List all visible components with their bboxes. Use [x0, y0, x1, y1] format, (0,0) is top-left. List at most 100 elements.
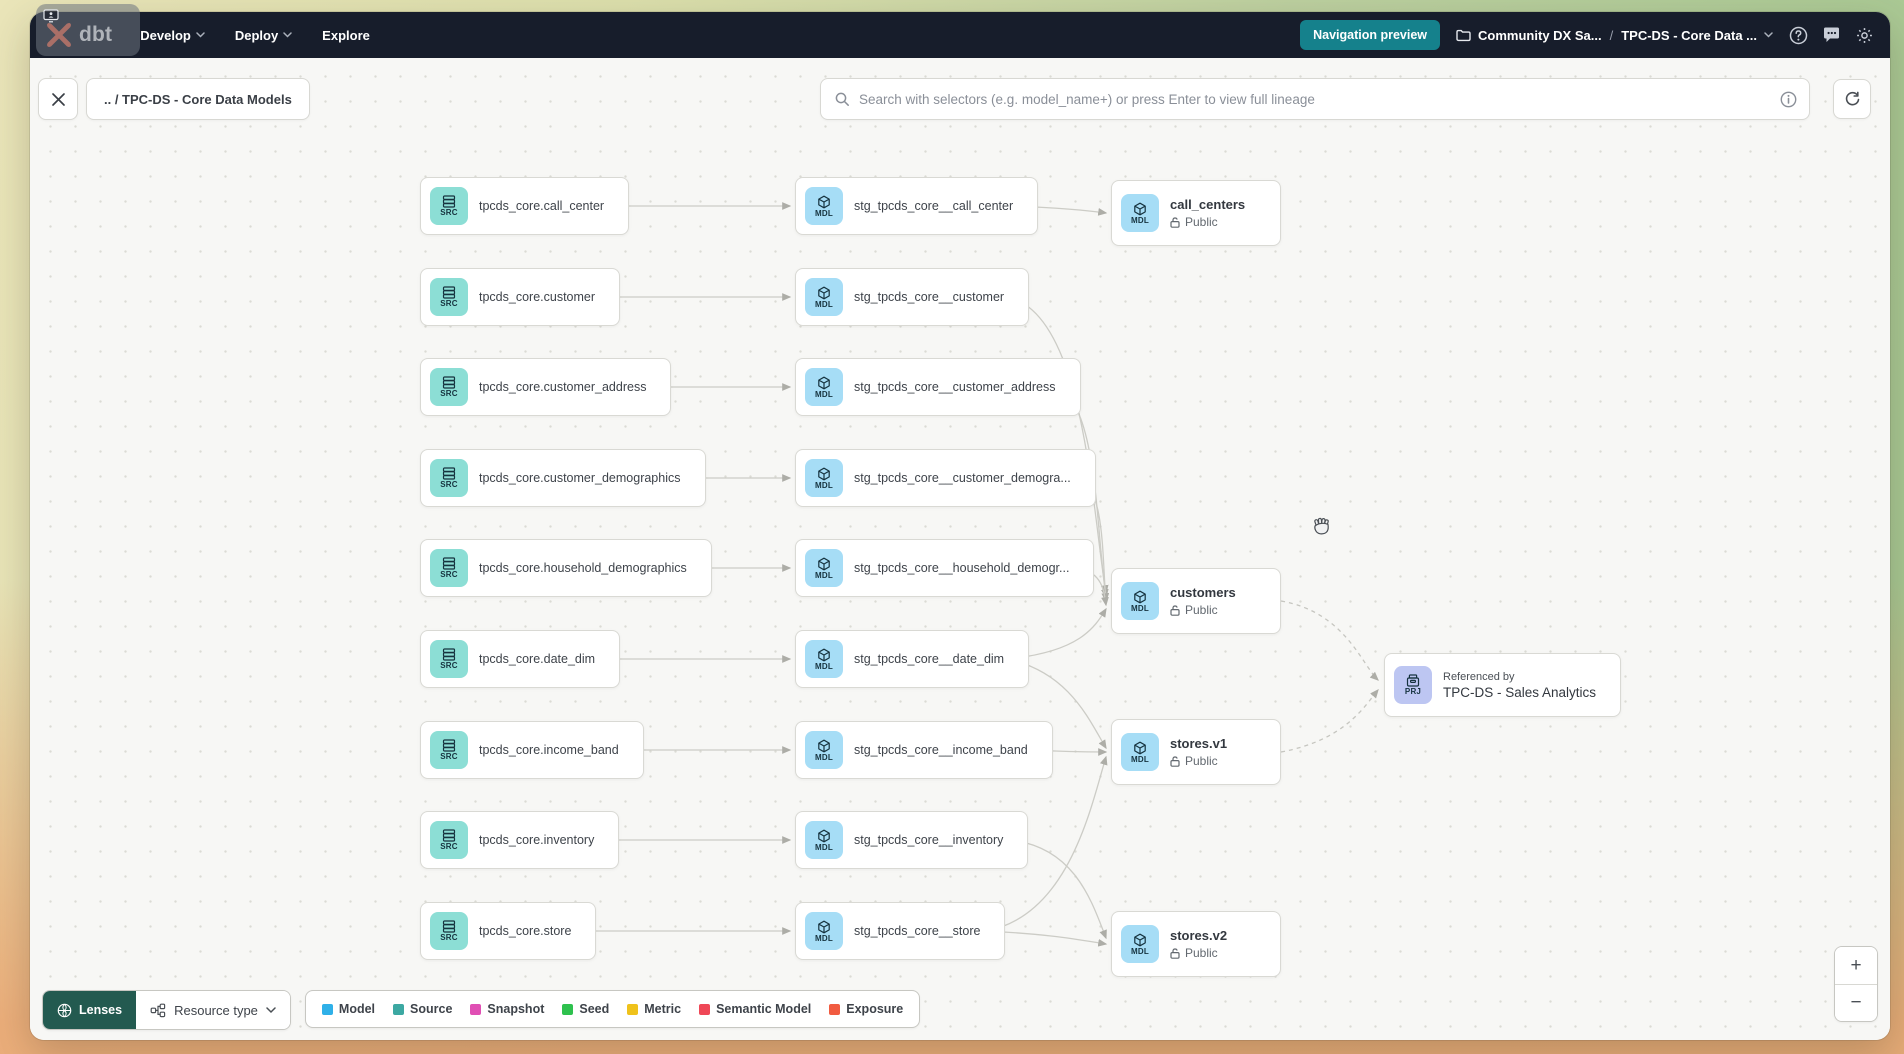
staging-model-node[interactable]: MDL stg_tpcds_core__date_dim — [795, 630, 1030, 688]
model-badge: MDL — [815, 661, 833, 671]
feedback-button[interactable] — [1822, 26, 1841, 44]
source-badge: SRC — [440, 933, 458, 942]
zoom-in-button[interactable]: + — [1835, 947, 1877, 984]
settings-button[interactable] — [1855, 26, 1874, 45]
screen-share-indicator — [36, 4, 140, 56]
staging-model-node[interactable]: MDL stg_tpcds_core__inventory — [795, 811, 1029, 869]
close-lineage-button[interactable] — [38, 78, 78, 120]
model-icon: MDL — [1121, 925, 1159, 963]
chat-icon — [1824, 27, 1839, 42]
node-title: customers — [1170, 585, 1236, 600]
public-model-node[interactable]: MDL customers Public — [1111, 568, 1281, 634]
source-icon: SRC — [430, 821, 468, 859]
node-title: stores.v2 — [1170, 928, 1228, 943]
source-node[interactable]: SRC tpcds_core.customer_demographics — [420, 449, 706, 507]
lenses-button[interactable]: Lenses — [43, 991, 137, 1029]
zoom-out-button[interactable]: − — [1835, 984, 1877, 1021]
lineage-breadcrumb[interactable]: .. / TPC-DS - Core Data Models — [86, 78, 310, 120]
node-title: TPC-DS - Sales Analytics — [1443, 684, 1597, 700]
source-node[interactable]: SRC tpcds_core.household_demographics — [420, 539, 712, 597]
staging-model-node[interactable]: MDL stg_tpcds_core__call_center — [795, 177, 1039, 235]
menu-label: Deploy — [234, 27, 279, 43]
node-label: stg_tpcds_core__customer_demogra... — [854, 471, 1071, 485]
canvas-footer: Lenses Resource type M — [42, 990, 921, 1030]
breadcrumb-separator: / — [1609, 27, 1614, 43]
gear-icon — [1857, 27, 1872, 43]
access-row: Public — [1170, 215, 1245, 229]
lineage-search — [820, 78, 1810, 120]
resource-legend: Model Source Snapshot Seed Metric Semant… — [304, 990, 921, 1028]
lineage-canvas[interactable]: SRC tpcds_core.call_center SRC tpcds_cor… — [30, 58, 1890, 1040]
model-icon: MDL — [805, 912, 843, 950]
node-label: tpcds_core.customer — [479, 290, 596, 304]
public-model-node[interactable]: MDL stores.v2 Public — [1111, 911, 1281, 977]
source-node[interactable]: SRC tpcds_core.store — [420, 902, 597, 960]
legend-item: Source — [393, 1002, 452, 1016]
access-label: Public — [1185, 603, 1218, 617]
staging-model-node[interactable]: MDL stg_tpcds_core__customer_demogra... — [795, 449, 1096, 507]
source-node[interactable]: SRC tpcds_core.customer_address — [420, 358, 672, 416]
source-node[interactable]: SRC tpcds_core.call_center — [420, 177, 630, 235]
node-label: stg_tpcds_core__household_demogr... — [854, 561, 1070, 575]
source-badge: SRC — [440, 570, 458, 579]
model-badge: MDL — [1131, 603, 1149, 613]
model-icon: MDL — [805, 549, 843, 587]
lock-icon — [1170, 604, 1180, 616]
model-icon: MDL — [805, 821, 843, 859]
access-label: Public — [1185, 946, 1218, 960]
source-node[interactable]: SRC tpcds_core.inventory — [420, 811, 620, 869]
source-badge: SRC — [440, 208, 458, 217]
menu-item-deploy[interactable]: Deploy — [235, 28, 292, 43]
info-icon[interactable] — [1780, 91, 1797, 108]
staging-model-node[interactable]: MDL stg_tpcds_core__income_band — [795, 721, 1053, 779]
resource-type-button[interactable]: Resource type — [136, 991, 290, 1029]
staging-model-node[interactable]: MDL stg_tpcds_core__customer — [795, 268, 1030, 326]
folder-icon — [1456, 29, 1471, 41]
staging-model-node[interactable]: MDL stg_tpcds_core__store — [795, 902, 1006, 960]
source-node[interactable]: SRC tpcds_core.income_band — [420, 721, 644, 779]
close-icon — [51, 92, 65, 106]
monitor-icon — [43, 9, 59, 23]
node-label: stg_tpcds_core__income_band — [854, 743, 1028, 757]
node-label: stg_tpcds_core__call_center — [854, 199, 1014, 213]
model-icon: MDL — [805, 368, 843, 406]
staging-model-node[interactable]: MDL stg_tpcds_core__customer_address — [795, 358, 1081, 416]
search-input[interactable] — [859, 91, 1771, 107]
zoom-controls: + − — [1834, 946, 1878, 1022]
source-icon: SRC — [430, 368, 468, 406]
page-breadcrumb[interactable]: TPC-DS - Core Data ... — [1621, 28, 1773, 43]
source-icon: SRC — [430, 640, 468, 678]
legend-label: Semantic Model — [716, 1002, 812, 1016]
node-label: tpcds_core.customer_address — [479, 380, 647, 394]
public-model-node[interactable]: MDL call_centers Public — [1111, 180, 1281, 246]
resource-type-icon — [150, 1003, 166, 1017]
lock-icon — [1170, 947, 1180, 959]
project-node[interactable]: PRJ Referenced by TPC-DS - Sales Analyti… — [1384, 653, 1622, 717]
source-node[interactable]: SRC tpcds_core.date_dim — [420, 630, 621, 688]
menu-label: Develop — [140, 27, 191, 43]
legend-swatch — [470, 1003, 482, 1015]
chevron-down-icon — [1764, 32, 1773, 38]
menu-item-develop[interactable]: Develop — [140, 28, 205, 43]
source-badge: SRC — [440, 842, 458, 851]
source-icon: SRC — [430, 912, 468, 950]
project-breadcrumb-label: Community DX Sa... — [1478, 27, 1602, 43]
model-badge: MDL — [815, 299, 833, 309]
refresh-lineage-button[interactable] — [1833, 79, 1871, 119]
model-badge: MDL — [815, 208, 833, 218]
node-title: stores.v1 — [1170, 736, 1228, 751]
project-breadcrumb[interactable]: Community DX Sa... — [1456, 28, 1602, 43]
staging-model-node[interactable]: MDL stg_tpcds_core__household_demogr... — [795, 539, 1095, 597]
help-button[interactable] — [1789, 26, 1808, 45]
source-badge: SRC — [440, 661, 458, 670]
menu-item-explore[interactable]: Explore — [322, 28, 370, 43]
project-icon: PRJ — [1394, 666, 1432, 704]
menu-label: Explore — [322, 27, 370, 43]
navigation-preview-button[interactable]: Navigation preview — [1300, 20, 1441, 50]
model-badge: MDL — [815, 842, 833, 852]
node-label: tpcds_core.date_dim — [479, 652, 596, 666]
source-node[interactable]: SRC tpcds_core.customer — [420, 268, 621, 326]
model-badge: MDL — [815, 480, 833, 490]
public-model-node[interactable]: MDL stores.v1 Public — [1111, 719, 1281, 785]
grab-cursor-icon — [1314, 517, 1329, 535]
